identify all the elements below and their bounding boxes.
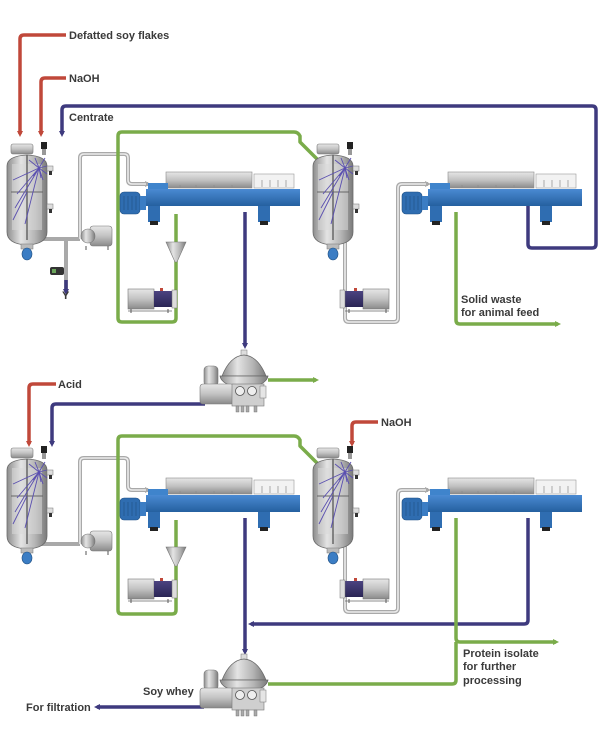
feed-line-defatted-soy-flakes — [17, 33, 66, 137]
feed-line-naoh-bottom — [349, 420, 378, 447]
pipe-highlight — [344, 489, 426, 613]
centrate-return-line — [59, 104, 598, 250]
solids-line-decanter3-to-tank4 — [116, 434, 320, 616]
drain-symbol: Y — [62, 290, 70, 302]
stirred-tank-2 — [312, 141, 360, 261]
pipe-highlight — [79, 457, 146, 544]
label-solid-waste-1: Solid waste — [461, 294, 522, 306]
pd-pump-1 — [127, 287, 178, 314]
stirred-tank-4 — [312, 445, 360, 565]
label-centrate: Centrate — [69, 112, 114, 124]
label-naoh-bottom: NaOH — [381, 417, 412, 429]
solids-line-separator2-to-protein — [268, 642, 458, 686]
hopper-funnel-icon — [165, 241, 187, 263]
stirred-tank-1 — [6, 141, 54, 261]
disc-separator-2 — [199, 653, 269, 717]
pd-pump-3 — [127, 577, 178, 604]
label-protein-isolate-2: for further — [463, 661, 517, 673]
centrifugal-pump-2 — [80, 530, 113, 556]
feed-line-acid — [26, 382, 56, 447]
label-protein-isolate-1: Protein isolate — [463, 648, 539, 660]
decanter-centrifuge-1 — [119, 171, 301, 226]
solids-line-solid-waste — [454, 212, 561, 327]
drain-valve-icon — [50, 267, 64, 275]
solids-line-decanter1-to-tank2 — [116, 130, 320, 324]
decanter-centrifuge-2 — [401, 171, 583, 226]
pipe-highlight — [344, 183, 426, 323]
disc-separator-1 — [199, 349, 269, 413]
label-acid: Acid — [58, 379, 82, 391]
label-naoh-top: NaOH — [69, 73, 100, 85]
label-for-filtration: For filtration — [26, 702, 91, 714]
solids-line-protein-isolate — [454, 518, 559, 645]
liquid-line-decanter4-return — [248, 518, 530, 627]
liquid-line-separator1-to-tank3 — [49, 402, 205, 447]
decanter-centrifuge-3 — [119, 477, 301, 532]
pipe-highlight — [79, 153, 146, 239]
label-defatted-soy-flakes: Defatted soy flakes — [69, 30, 169, 42]
feed-line-naoh-top — [38, 76, 66, 137]
label-soy-whey: Soy whey — [143, 686, 195, 698]
pd-pump-2 — [339, 287, 390, 314]
stirred-tank-3 — [6, 445, 54, 565]
centrifugal-pump-1 — [80, 225, 113, 251]
label-protein-isolate-3: processing — [463, 675, 522, 687]
decanter-centrifuge-4 — [401, 477, 583, 532]
hopper-funnel-icon — [165, 546, 187, 567]
pd-pump-4 — [339, 577, 390, 604]
label-solid-waste-2: for animal feed — [461, 307, 539, 319]
